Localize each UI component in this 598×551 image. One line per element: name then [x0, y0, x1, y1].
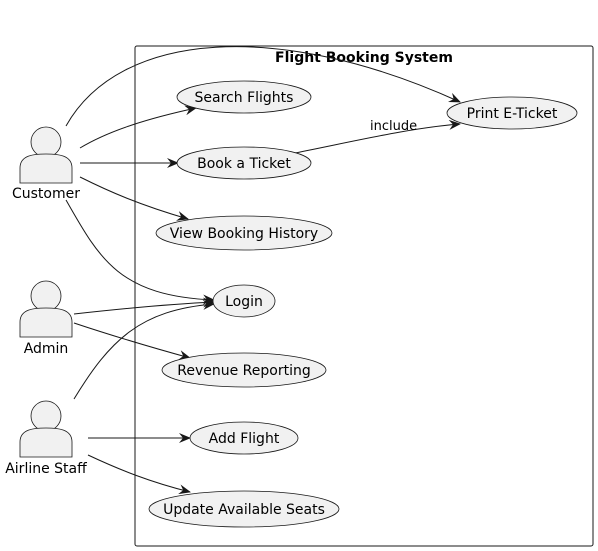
use-case-label: Update Available Seats — [163, 502, 325, 518]
use-case-ellipse — [148, 490, 340, 528]
actor-icon — [19, 126, 73, 184]
use-case-label: Print E-Ticket — [467, 106, 558, 122]
use-case-ellipse — [155, 215, 333, 251]
edge-staff-login — [73, 299, 215, 400]
actors: Customer Admin Airline Staff — [5, 126, 87, 477]
edge-admin-revenue-reporting — [73, 322, 191, 360]
use-case-add-flight: Add Flight — [189, 421, 299, 455]
actor-customer: Customer — [12, 126, 80, 202]
use-case-ellipse — [176, 80, 312, 114]
use-case-ellipse — [176, 146, 312, 180]
use-case-label: Login — [225, 294, 263, 310]
edge-label-include: include — [370, 119, 417, 134]
actor-icon — [19, 400, 73, 458]
actor-icon — [19, 280, 73, 338]
use-case-update-available-seats: Update Available Seats — [148, 490, 340, 528]
use-case-print-eticket: Print E-Ticket — [446, 96, 578, 130]
use-case-label: View Booking History — [170, 226, 318, 242]
actor-label: Airline Staff — [5, 461, 87, 477]
actor-label: Customer — [12, 186, 80, 202]
use-case-ellipse — [212, 284, 276, 318]
use-case-search-flights: Search Flights — [176, 80, 312, 114]
use-case-book-ticket: Book a Ticket — [176, 146, 312, 180]
actor-admin: Admin — [19, 280, 73, 357]
use-case-revenue-reporting: Revenue Reporting — [161, 352, 327, 388]
actor-airline-staff: Airline Staff — [5, 400, 87, 477]
system-title: Flight Booking System — [275, 50, 453, 66]
edge-customer-login — [65, 199, 215, 305]
system-boundary-box — [134, 45, 594, 547]
edge-customer-print-eticket — [65, 46, 461, 127]
use-case-label: Book a Ticket — [197, 156, 291, 172]
edges — [65, 46, 461, 495]
use-case-ellipse — [446, 96, 578, 130]
use-case-view-booking-history: View Booking History — [155, 215, 333, 251]
edge-staff-update-seats — [87, 454, 191, 495]
edge-customer-search-flights — [79, 105, 197, 149]
use-case-ellipse — [189, 421, 299, 455]
use-case-ellipse — [161, 352, 327, 388]
use-case-label: Revenue Reporting — [177, 363, 310, 379]
use-case-label: Add Flight — [209, 431, 280, 447]
system-boundary: Flight Booking System — [134, 45, 594, 547]
edge-admin-login — [73, 297, 215, 315]
edge-book-ticket-print-eticket — [294, 119, 461, 154]
edge-customer-view-history — [79, 176, 189, 221]
use-cases: Search Flights Book a Ticket View Bookin… — [148, 80, 578, 528]
actor-label: Admin — [24, 341, 69, 357]
use-case-label: Search Flights — [195, 90, 294, 106]
use-case-login: Login — [212, 284, 276, 318]
